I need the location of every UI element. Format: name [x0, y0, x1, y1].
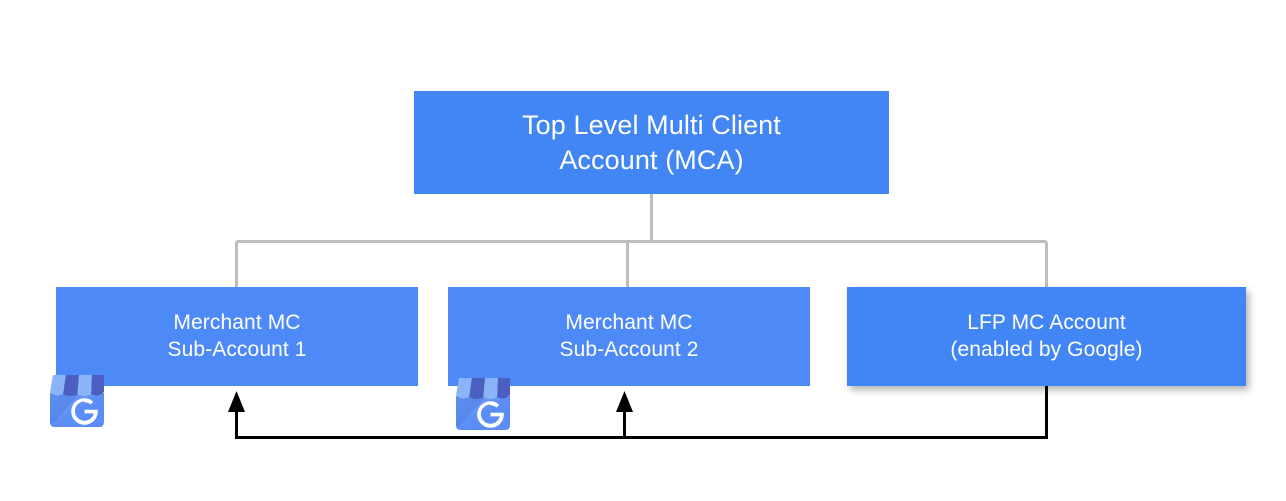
feedback-connector-group: [235, 386, 1048, 439]
google-g-mark: [71, 398, 98, 425]
feedback-arrowheads: [228, 391, 633, 412]
google-my-business-storefront-icon: [50, 375, 104, 427]
node-merchant-sub-account-1-label: Merchant MC Sub-Account 1: [167, 310, 307, 361]
arrowhead-to-merchant-1: [228, 391, 245, 412]
storefront-body-shadow: [50, 393, 80, 427]
node-lfp-mc-account-label: LFP MC Account (enabled by Google): [950, 310, 1143, 361]
node-merchant-sub-account-2-label: Merchant MC Sub-Account 2: [559, 310, 699, 361]
google-g-mark: [477, 401, 504, 428]
node-merchant-sub-account-1[interactable]: Merchant MC Sub-Account 1: [56, 287, 418, 386]
node-merchant-sub-account-2[interactable]: Merchant MC Sub-Account 2: [448, 287, 810, 386]
node-lfp-mc-account[interactable]: LFP MC Account (enabled by Google): [847, 287, 1246, 386]
arrowhead-to-merchant-2: [616, 391, 633, 412]
google-my-business-storefront-icon: [456, 378, 510, 430]
tree-connector-group: [235, 194, 1048, 287]
node-top-level-mca[interactable]: Top Level Multi Client Account (MCA): [414, 91, 889, 194]
storefront-body-shadow: [456, 396, 486, 430]
feedback-path-from-lfp: [235, 386, 1048, 439]
storefront-awning: [456, 378, 510, 399]
node-top-level-mca-label: Top Level Multi Client Account (MCA): [522, 109, 781, 175]
storefront-awning: [50, 375, 104, 396]
